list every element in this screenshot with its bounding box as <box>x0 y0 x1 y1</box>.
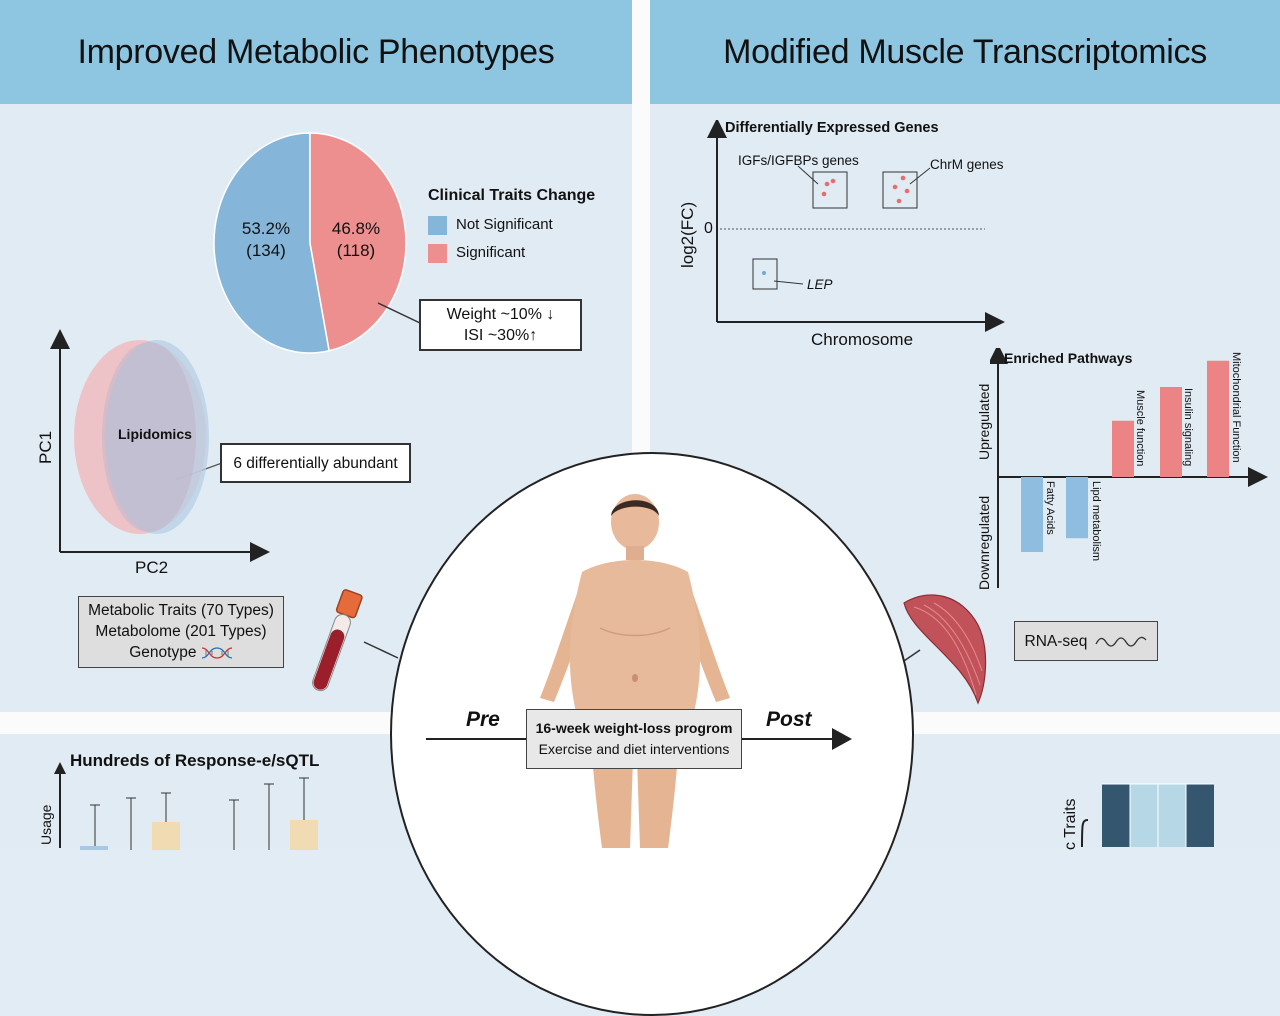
traits-heatmap <box>1081 783 1214 847</box>
traits-y-label: c Traits <box>1062 798 1079 850</box>
pathway-bar-up-0 <box>1112 420 1134 477</box>
program-title: 16-week weight-loss progrom <box>535 720 733 736</box>
eqtl-plot <box>54 762 318 850</box>
program-box: 16-week weight-loss progrom Exercise and… <box>526 709 742 769</box>
pathway-bar-down-0 <box>1021 477 1043 552</box>
weight-isi-callout: Weight ~10% ↓ ISI ~30%↑ <box>419 299 582 351</box>
pathways-up-label: Upregulated <box>976 383 992 460</box>
deg-zero-label: 0 <box>704 220 713 237</box>
rnaseq-box: RNA-seq <box>1014 621 1158 661</box>
pie-percent-significant: 46.8% <box>331 219 381 238</box>
post-label: Post <box>766 708 812 731</box>
chrm-genes-label: ChrM genes <box>930 157 1004 172</box>
genotype-row: Genotype <box>79 642 283 663</box>
deg-y-label: log2(FC) <box>678 201 697 268</box>
isi-change-text: ISI ~30%↑ <box>463 327 538 344</box>
deg-title: Differentially Expressed Genes <box>725 120 939 136</box>
muscle-icon <box>903 594 987 705</box>
pathway-bar-down-1 <box>1066 477 1088 539</box>
legend-label-significant: Significant <box>456 244 526 261</box>
pie-slice-significant <box>309 132 407 352</box>
pca-y-label: PC1 <box>36 430 55 464</box>
pie-label-significant: 46.8% (118) <box>326 218 386 262</box>
legend-label-not-significant: Not Significant <box>456 216 553 233</box>
pca-plot <box>50 329 270 562</box>
legend-swatch-significant <box>428 244 447 263</box>
chrm-genes-box <box>882 171 918 209</box>
pie-slice-not-significant <box>213 132 331 354</box>
pie-count-significant: (118) <box>336 241 376 260</box>
pathways-plot <box>990 348 1268 588</box>
eqtl-title: Hundreds of Response-e/sQTL <box>70 751 320 770</box>
bar-label-mitochondrial-function: Mitochondrial Function <box>1230 352 1242 463</box>
right-panel-title: Modified Muscle Transcriptomics <box>650 0 1280 104</box>
pca-x-label: PC2 <box>135 558 169 577</box>
bar-label-insulin-signaling: Insulin signaling <box>1182 388 1194 467</box>
deg-plot <box>707 120 1005 332</box>
igf-genes-box <box>812 171 848 209</box>
pie-label-not-significant: 53.2% (134) <box>236 218 296 262</box>
pathway-bar-up-2 <box>1207 360 1229 477</box>
pca-ellipse-label: Lipidomics <box>118 426 192 442</box>
bar-label-muscle-function: Muscle function <box>1134 390 1146 467</box>
blood-tube-icon <box>312 589 363 692</box>
pie-count-not-significant: (134) <box>246 241 286 260</box>
differentially-abundant-text: 6 differentially abundant <box>233 454 398 472</box>
lep-label: LEP <box>807 277 833 292</box>
rnaseq-label: RNA-seq <box>1024 632 1088 650</box>
legend-swatch-not-significant <box>428 216 447 235</box>
metabolome-text: Metabolome (201 Types) <box>95 623 267 640</box>
metabolic-traits-text: Metabolic Traits (70 Types) <box>88 602 274 619</box>
bar-label-lipid-metabolism: Lipd metabolism <box>1090 481 1102 562</box>
lipidomics-overlap <box>102 342 196 532</box>
pie-percent-not-significant: 53.2% <box>241 219 291 238</box>
wave-icon <box>1095 636 1147 647</box>
bar-label-fatty-acids: Fatty Acids <box>1044 481 1056 535</box>
lep-gene-box <box>752 258 778 290</box>
pre-label: Pre <box>466 708 500 731</box>
left-panel-title: Improved Metabolic Phenotypes <box>0 0 632 104</box>
sample-data-box: Metabolic Traits (70 Types) Metabolome (… <box>78 596 284 668</box>
pathways-down-label: Downregulated <box>976 495 992 590</box>
pie-legend-title: Clinical Traits Change <box>428 187 596 204</box>
clinical-traits-pie <box>213 132 407 354</box>
person-figure <box>540 494 730 848</box>
program-subtitle: Exercise and diet interventions <box>538 741 730 757</box>
igf-genes-label: IGFs/IGFBPs genes <box>738 153 859 168</box>
genotype-text: Genotype <box>129 644 197 661</box>
deg-x-label: Chromosome <box>811 330 914 349</box>
pathway-bar-up-1 <box>1160 387 1182 477</box>
differentially-abundant-callout: 6 differentially abundant <box>220 443 411 483</box>
weight-change-text: Weight ~10% ↓ <box>446 306 555 323</box>
dna-icon <box>201 647 232 659</box>
pathways-title: Enriched Pathways <box>1004 350 1133 366</box>
